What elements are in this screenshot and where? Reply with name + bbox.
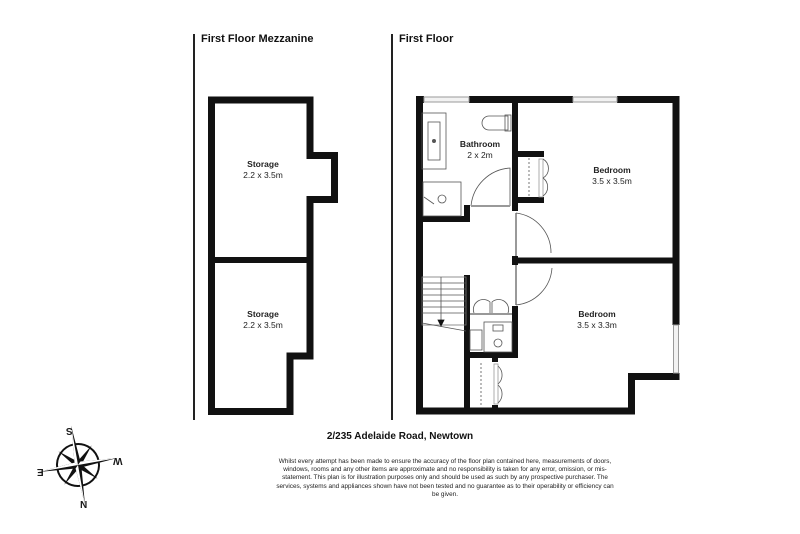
room-label-bathroom: Bathroom 2 x 2m [460, 139, 500, 161]
windows [423, 96, 679, 374]
room-name: Bedroom [578, 309, 616, 319]
room-label-mezz-storage-bottom: Storage 2.2 x 3.5m [243, 309, 283, 331]
room-name: Bedroom [593, 165, 631, 175]
stairs-icon [421, 276, 467, 332]
first-floor-section-title: First Floor [399, 33, 454, 45]
bedroom-2-door-swing [515, 267, 553, 306]
wardrobe-door-swing [542, 158, 549, 197]
first-floor-divider-line [391, 34, 393, 420]
toilet-icon [481, 115, 509, 131]
laundry-icon [483, 321, 513, 353]
bathroom-door-swing [470, 167, 511, 207]
room-dimensions: 2 x 2m [467, 150, 493, 160]
vanity-icon [421, 112, 447, 170]
shower-icon [422, 181, 462, 217]
mezzanine-section-title: First Floor Mezzanine [201, 33, 314, 45]
room-name: Storage [247, 309, 279, 319]
room-label-mezz-storage-top: Storage 2.2 x 3.5m [243, 159, 283, 181]
bedroom-1-door-swing [515, 212, 552, 254]
mezzanine-plan [208, 96, 338, 415]
room-dimensions: 3.5 x 3.3m [577, 320, 617, 330]
basin-icon [427, 121, 441, 161]
room-label-bedroom-2: Bedroom 3.5 x 3.3m [577, 309, 617, 331]
room-name: Storage [247, 159, 279, 169]
property-address: 2/235 Adelaide Road, Newtown [326, 431, 474, 442]
compass-label-west: W [113, 455, 123, 466]
fixtures [421, 112, 553, 405]
compass-label-north: N [80, 498, 88, 509]
disclaimer-text: Whilst every attempt has been made to en… [276, 458, 614, 498]
stair-direction-arrow-icon [437, 319, 445, 327]
room-name: Bathroom [459, 139, 501, 149]
room-dimensions: 2.2 x 3.5m [243, 320, 283, 330]
room-dimensions: 2.2 x 3.5m [243, 170, 283, 180]
compass-label-east: E [37, 466, 44, 477]
mezzanine-divider-line [193, 34, 195, 420]
room-label-bedroom-1: Bedroom 3.5 x 3.5m [592, 165, 632, 187]
compass-rose-icon [38, 425, 118, 505]
first-floor-plan [416, 96, 680, 415]
room-dimensions: 3.5 x 3.5m [592, 176, 632, 186]
